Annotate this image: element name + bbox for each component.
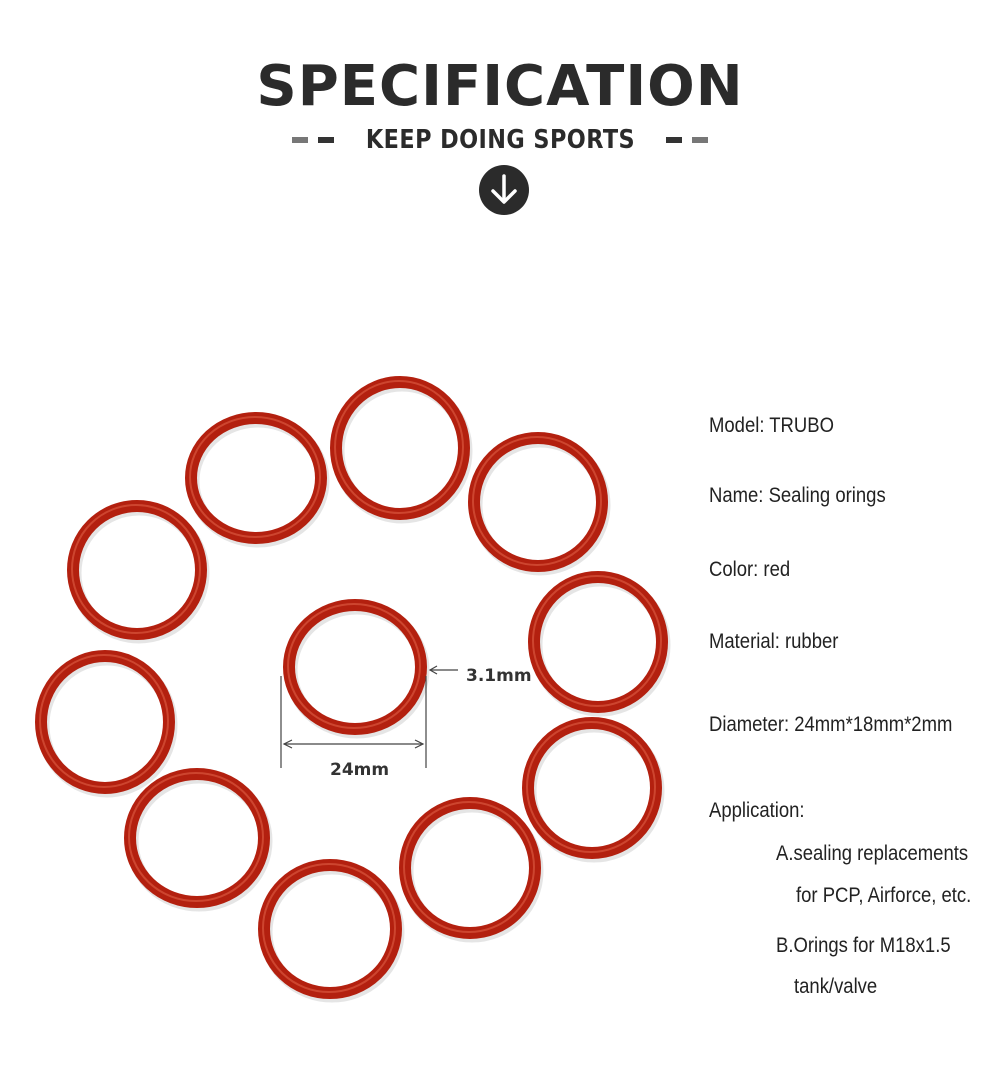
divider-dash [692, 137, 709, 143]
thickness-arrowhead [428, 665, 438, 675]
spec-color: Color: red [709, 558, 791, 581]
spec-application-a-line1: A.sealing replacements [776, 842, 969, 865]
spec-diameter: Diameter: 24mm*18mm*2mm [709, 713, 953, 736]
divider-dash [291, 137, 308, 143]
arrowhead-right [414, 739, 425, 749]
oring-highlight [532, 575, 662, 707]
oring-highlight [472, 436, 602, 566]
oring [468, 432, 608, 572]
oring [35, 650, 175, 794]
oring-highlight [526, 721, 656, 853]
subtitle-row: KEEP DOING SPORTS [0, 122, 1000, 158]
oring-group [35, 376, 671, 1003]
arrow-down-circle-icon [479, 165, 529, 215]
subtitle: KEEP DOING SPORTS [365, 125, 635, 155]
spec-application-heading: Application: [709, 799, 805, 822]
oring [258, 859, 402, 999]
spec-application-a-line2: for PCP, Airforce, etc. [796, 884, 972, 907]
width-label: 24mm [330, 760, 390, 780]
divider-dash [317, 137, 334, 143]
spec-application-b-line2: tank/valve [794, 975, 878, 998]
oring [283, 599, 427, 735]
page-title: SPECIFICATION [256, 54, 744, 119]
oring [124, 768, 270, 908]
thickness-label: 3.1mm [466, 666, 532, 686]
oring-highlight [128, 772, 264, 902]
divider-dash [666, 137, 683, 143]
oring [67, 500, 207, 640]
oring [185, 412, 327, 544]
oring [399, 797, 541, 939]
arrowhead-left [282, 739, 293, 749]
spec-material: Material: rubber [709, 630, 839, 653]
spec-application-b-line1: B.Orings for M18x1.5 [776, 934, 951, 957]
dimension-lines [280, 665, 458, 768]
oring-highlight [262, 863, 396, 993]
oring-highlight [287, 603, 421, 729]
spec-model: Model: TRUBO [709, 414, 834, 437]
oring-highlight [403, 801, 535, 933]
oring-highlight [39, 654, 169, 788]
oring-highlight [334, 380, 464, 514]
oring-highlight [71, 504, 201, 634]
oring [528, 571, 668, 713]
oring-highlight [189, 416, 321, 538]
oring [522, 717, 662, 859]
spec-name: Name: Sealing orings [709, 484, 886, 507]
oring [330, 376, 470, 520]
